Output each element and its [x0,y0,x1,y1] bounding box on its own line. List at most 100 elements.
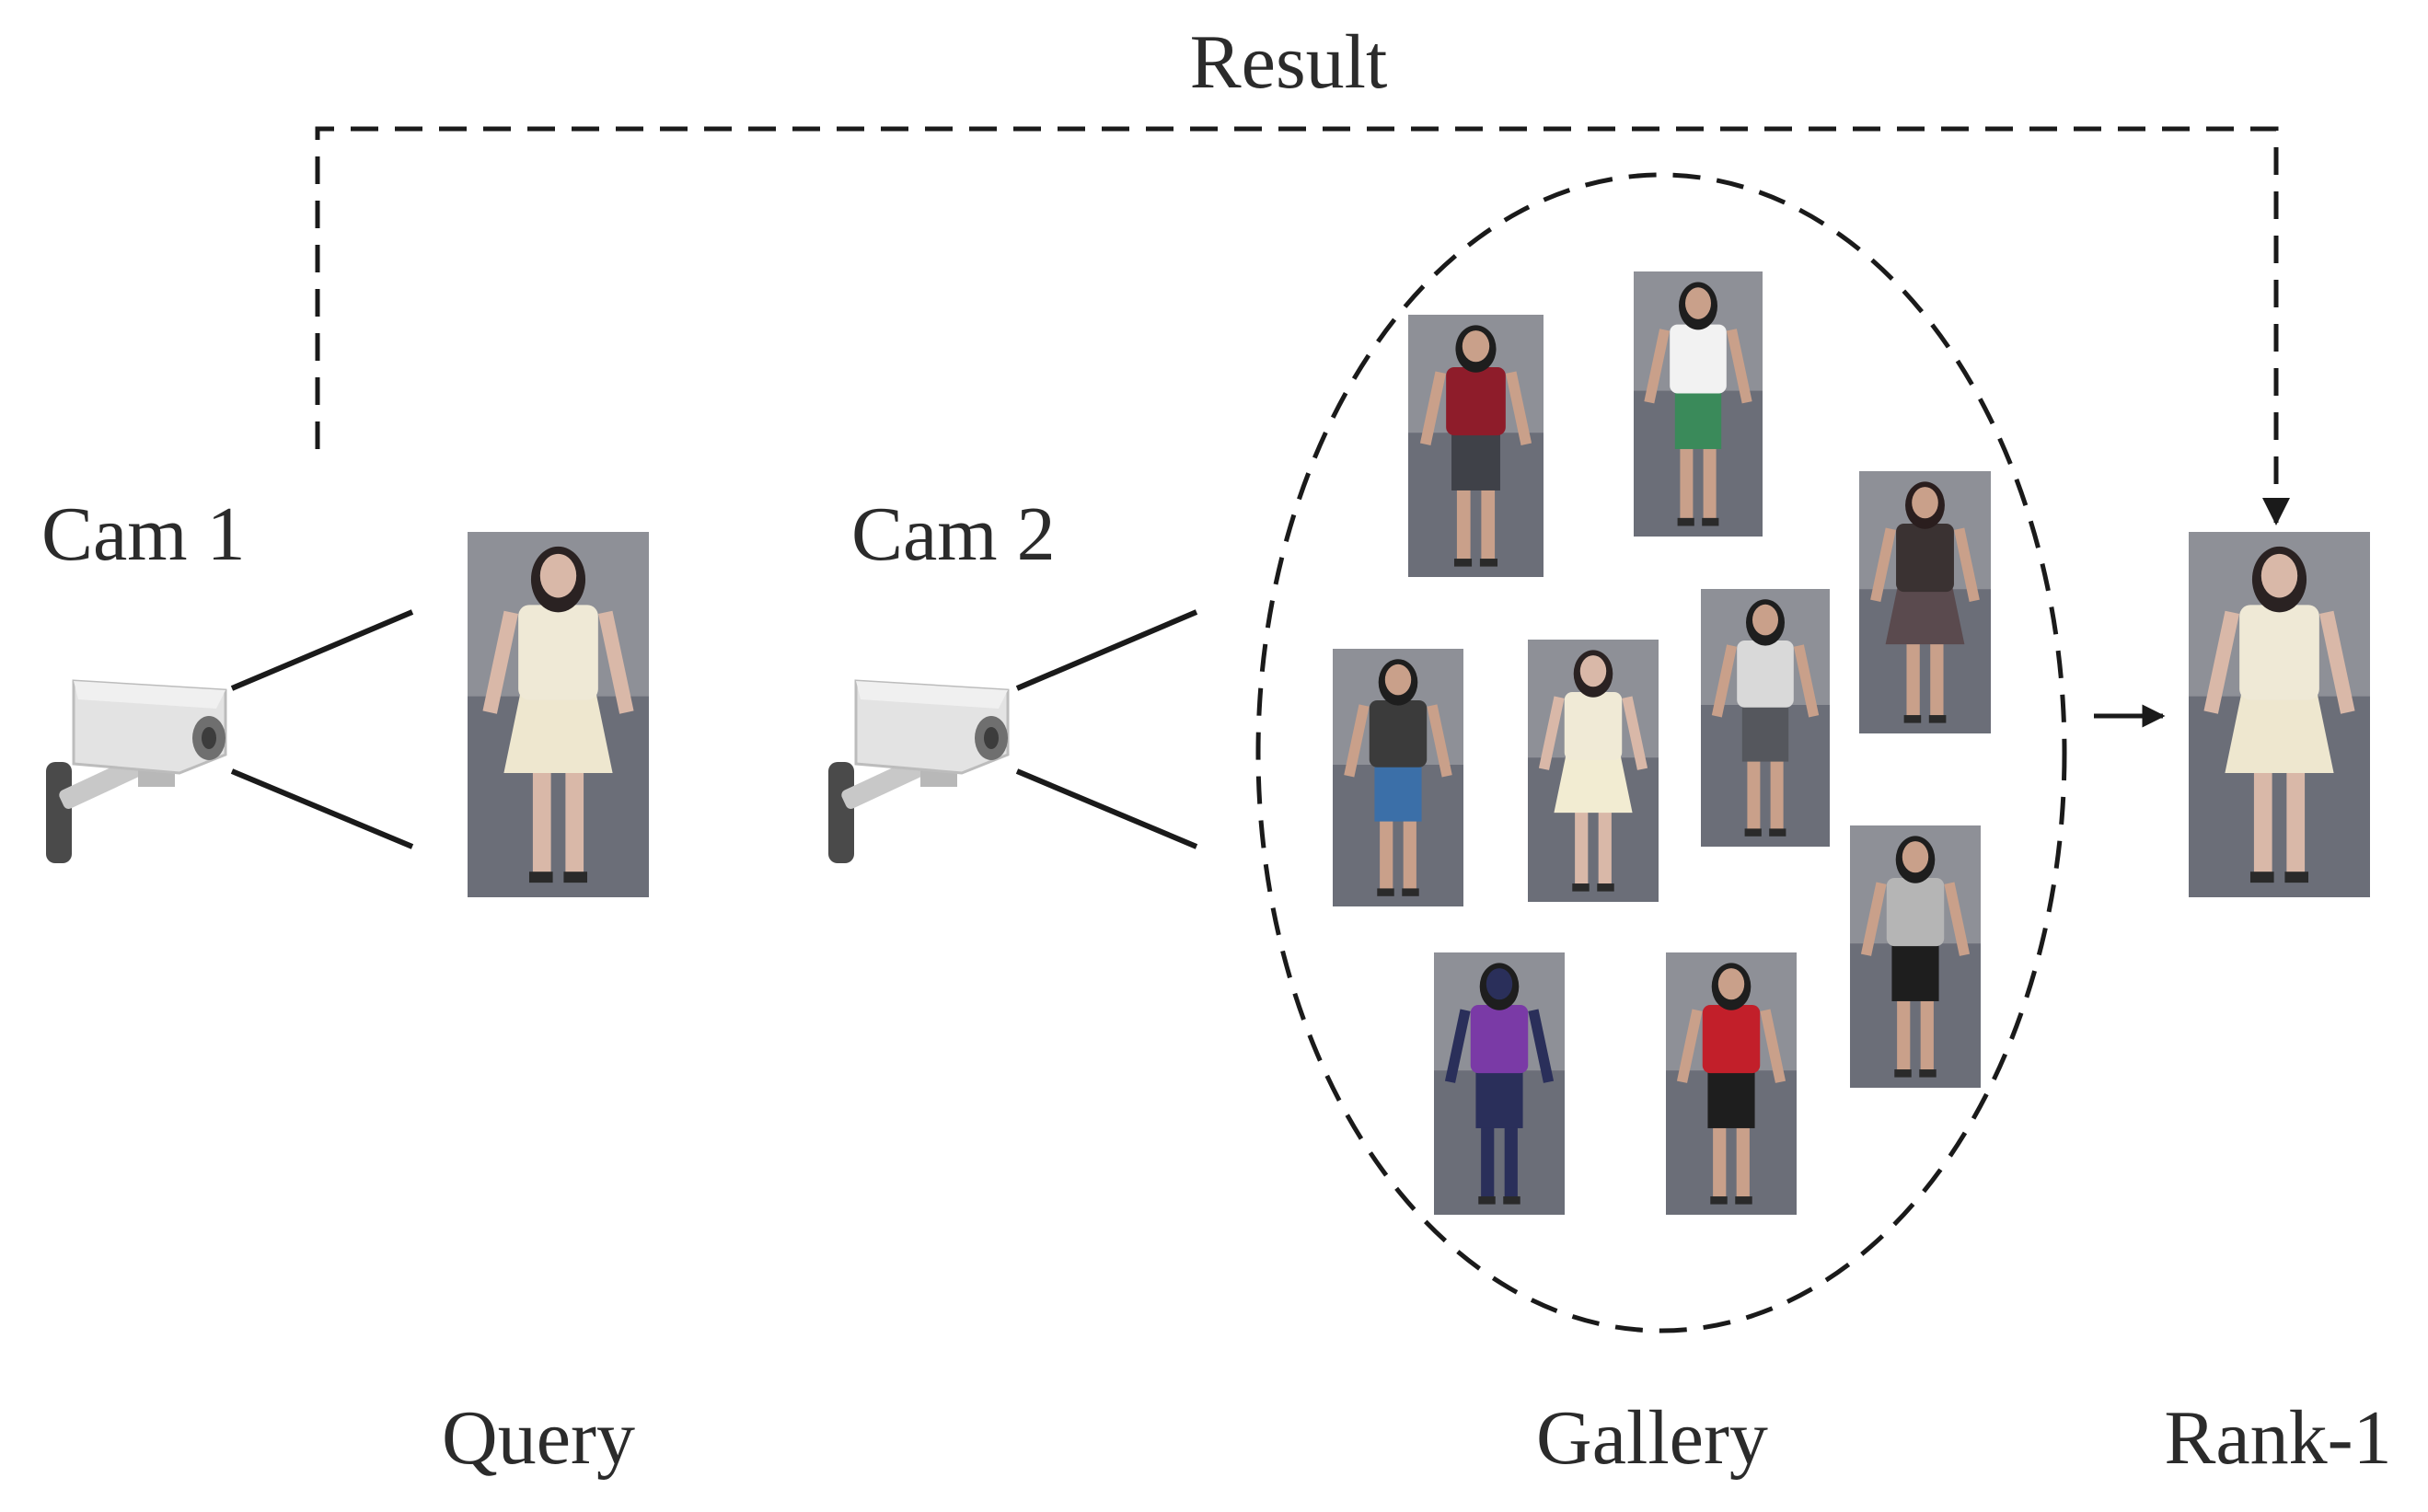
person-arm [1860,882,1887,956]
person-head [1912,487,1938,519]
person-foot [2249,871,2274,883]
person-foot [2284,871,2309,883]
person-foot [1919,1069,1937,1078]
person-trousers [1374,765,1422,822]
person-leg [1481,1114,1495,1199]
person-head [1462,330,1490,363]
person-foot [1402,888,1419,896]
person-foot [1769,828,1786,837]
person-head [1717,968,1745,1000]
person-torso [1470,1005,1529,1074]
person-trousers [1475,1070,1523,1128]
person-torso [1896,524,1954,593]
person-arm [1505,371,1532,445]
person-leg [1770,748,1784,832]
person-head [1384,664,1412,696]
gallery-photo-grey-shirt [1850,825,1981,1088]
person-foot [563,871,588,883]
gallery-photo-backpack [1701,589,1830,847]
person-foot [1744,828,1762,837]
person-foot [1478,1196,1496,1205]
person-foot [1453,559,1473,567]
cam1-view-line-bottom [230,768,414,849]
gallery-photo-white-dress [1528,640,1659,902]
person-leg [1481,477,1496,561]
person-foot [1702,517,1719,526]
person-torso [1446,367,1506,436]
person-foot [1894,1069,1912,1078]
person-leg [1680,435,1694,521]
person-torso [1886,878,1945,947]
person-arm [1419,371,1447,445]
person-arm [1528,1009,1555,1083]
rank1-photo [2189,532,2370,897]
gallery-photo-dark-shirt [1333,649,1463,906]
camera-2-icon [828,679,1010,863]
person-leg [1713,1114,1727,1199]
gallery-photos [1333,271,1991,1215]
person-leg [1747,748,1761,832]
result-dashed-path [315,126,2290,525]
person-arm [1726,329,1752,404]
person-arm [1622,696,1648,770]
cam1-view-line-top [230,609,414,691]
person-leg [532,758,551,876]
person-arm [1954,527,1980,602]
gallery-photo-red-shirt [1408,315,1544,577]
person-foot [1377,888,1394,896]
person-leg [1930,633,1944,718]
person-arm [1538,696,1565,770]
person-leg [1897,987,1911,1072]
person-leg [1504,1114,1518,1199]
gallery-boundary [1255,172,2067,1333]
cam1-label: Cam 1 [41,491,246,577]
person-arm [1676,1009,1703,1083]
person-foot [1677,517,1694,526]
person-trousers [1891,943,1939,1001]
person-torso [1670,324,1727,394]
person-leg [1906,633,1920,718]
person-leg [1403,808,1416,892]
person-foot [1735,1196,1752,1205]
person-foot [1572,883,1590,892]
person-arm [1760,1009,1786,1083]
person-foot [1479,559,1498,567]
person-skirt [2225,685,2334,774]
person-trousers [1674,390,1722,449]
person-arm [2319,610,2355,714]
person-foot [1903,715,1922,723]
person-leg [1736,1114,1750,1199]
person-head [1752,604,1778,636]
person-head [1579,655,1607,687]
person-skirt [503,685,613,774]
gallery-photo-cyclist [1634,271,1763,537]
person-leg [1380,808,1393,892]
person-torso [518,605,598,700]
person-torso [2239,605,2319,700]
person-leg [1703,435,1717,521]
person-arm [1344,704,1370,778]
person-head [1486,968,1513,1000]
person-arm [1711,644,1738,718]
person-leg [2253,758,2272,876]
person-leg [2286,758,2306,876]
gallery-photo-purple-shirt [1434,952,1565,1215]
person-torso [1702,1005,1761,1074]
person-arm [1427,704,1452,778]
person-head [2260,553,2298,598]
person-arm [2203,610,2239,714]
cam2-view-line-bottom [1015,768,1198,849]
gallery-photo-dark-top [1859,471,1991,733]
person-foot [1710,1196,1728,1205]
person-leg [1598,802,1612,886]
person-head [1685,287,1711,319]
person-arm [482,610,518,714]
person-torso [1369,700,1428,768]
person-skirt [1554,749,1633,814]
person-head [539,553,577,598]
person-leg [1575,802,1589,886]
person-foot [1928,715,1947,723]
person-trousers [1451,433,1500,491]
person-foot [1503,1196,1520,1205]
